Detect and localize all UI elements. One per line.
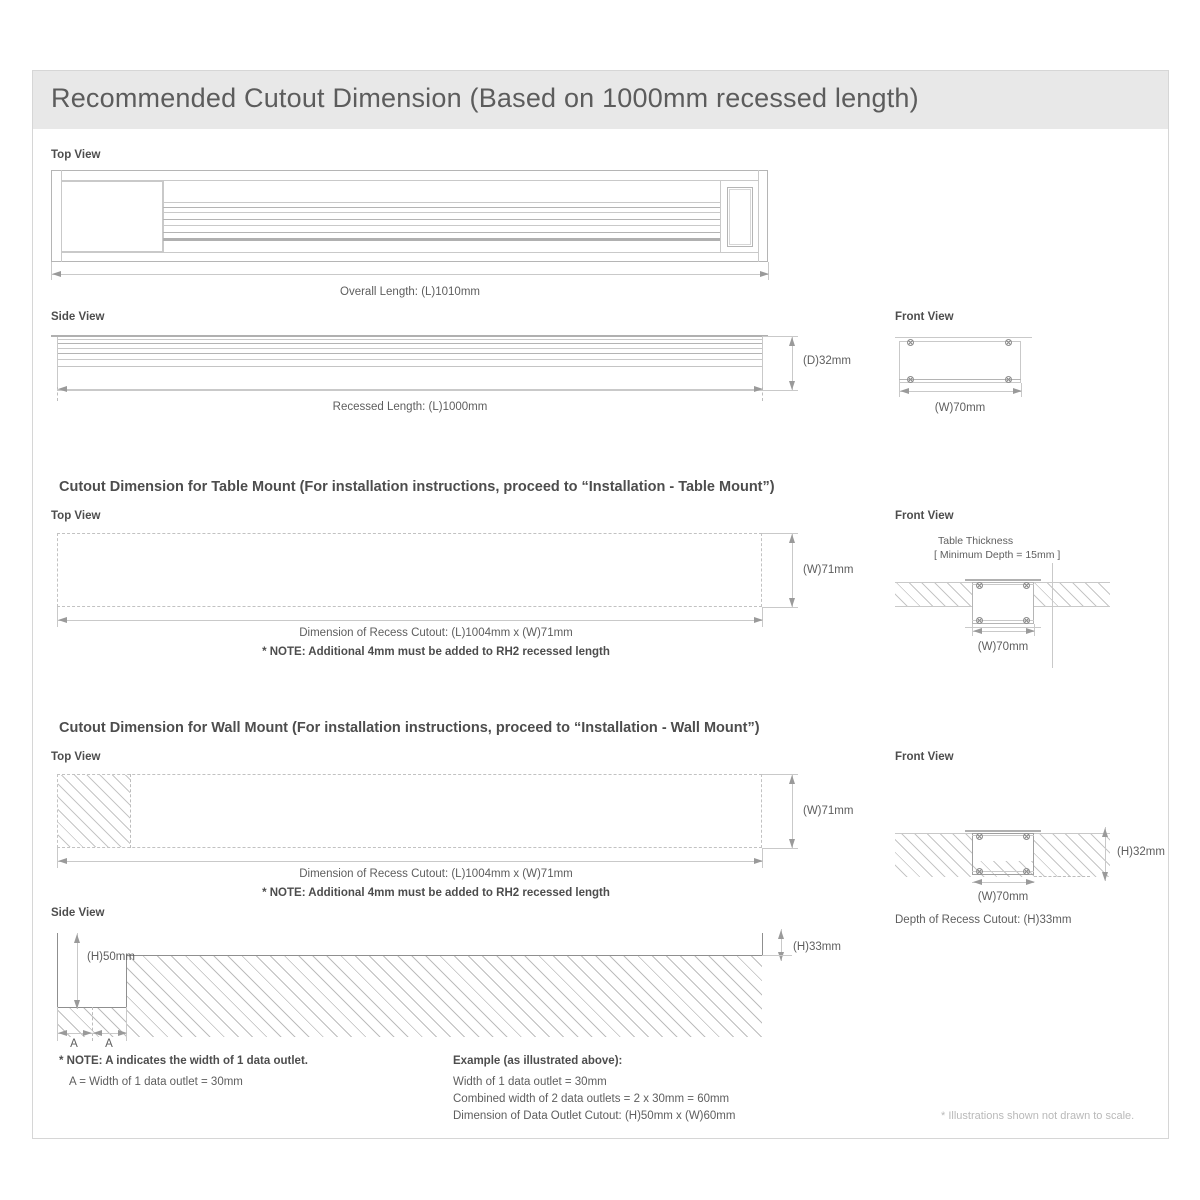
depth-text: (D)32mm (803, 355, 851, 367)
wall-mount-front-height-text: (H)32mm (1117, 846, 1165, 858)
wall-mount-recess-text: Dimension of Recess Cutout: (L)1004mm x … (299, 868, 573, 880)
overview-front-view-label: Front View (895, 311, 954, 323)
wall-mount-side-depth-text: (H)33mm (793, 941, 841, 953)
table-mount-heading: Cutout Dimension for Table Mount (For in… (59, 479, 775, 495)
wall-mount-heading: Cutout Dimension for Wall Mount (For ins… (59, 720, 760, 736)
overview-front-width-text: (W)70mm (934, 402, 986, 414)
overview-side-view-label: Side View (51, 311, 105, 323)
footer-example-title: Example (as illustrated above): (453, 1055, 623, 1067)
table-mount-note: * NOTE: Additional 4mm must be added to … (262, 646, 610, 658)
wall-mount-width-text: (W)71mm (803, 805, 854, 817)
footer-example-line-1: Width of 1 data outlet = 30mm (453, 1076, 607, 1088)
wall-mount-note: * NOTE: Additional 4mm must be added to … (262, 887, 610, 899)
wall-mount-side-view-label: Side View (51, 907, 105, 919)
footer-example-line-3: Dimension of Data Outlet Cutout: (H)50mm… (453, 1110, 736, 1122)
header-band (33, 71, 1168, 129)
footer-example-line-2: Combined width of 2 data outlets = 2 x 3… (453, 1093, 730, 1105)
wall-mount-front-width-text: (W)70mm (977, 891, 1029, 903)
table-thickness-label-1: Table Thickness (938, 535, 1014, 547)
table-mount-cutout-rect (57, 533, 762, 607)
document-card: Recommended Cutout Dimension (Based on 1… (32, 70, 1169, 1139)
footer-disclaimer: * Illustrations shown not drawn to scale… (941, 1110, 1135, 1122)
table-thickness-label-2: [ Minimum Depth = 15mm ] (934, 549, 1061, 561)
table-mount-recess-text: Dimension of Recess Cutout: (L)1004mm x … (299, 627, 573, 639)
table-mount-front-width-text: (W)70mm (977, 641, 1029, 653)
marker-a-left: A (70, 1038, 78, 1050)
table-mount-top-view-label: Top View (51, 510, 101, 522)
wall-mount-side-height-text: (H)50mm (87, 951, 135, 963)
table-mount-width-text: (W)71mm (803, 564, 854, 576)
table-mount-front-view-label: Front View (895, 510, 954, 522)
wall-mount-depth-recess-text: Depth of Recess Cutout: (H)33mm (895, 914, 1072, 926)
recessed-length-text: Recessed Length: (L)1000mm (332, 401, 488, 413)
overview-top-view-label: Top View (51, 149, 101, 161)
footer-note-body: A = Width of 1 data outlet = 30mm (69, 1076, 243, 1088)
wall-mount-top-view-label: Top View (51, 751, 101, 763)
marker-a-right: A (105, 1038, 113, 1050)
page-title: Recommended Cutout Dimension (Based on 1… (51, 83, 919, 113)
wall-mount-front-view-label: Front View (895, 751, 954, 763)
overall-length-text: Overall Length: (L)1010mm (340, 286, 480, 298)
footer-note-title: * NOTE: A indicates the width of 1 data … (59, 1055, 308, 1067)
